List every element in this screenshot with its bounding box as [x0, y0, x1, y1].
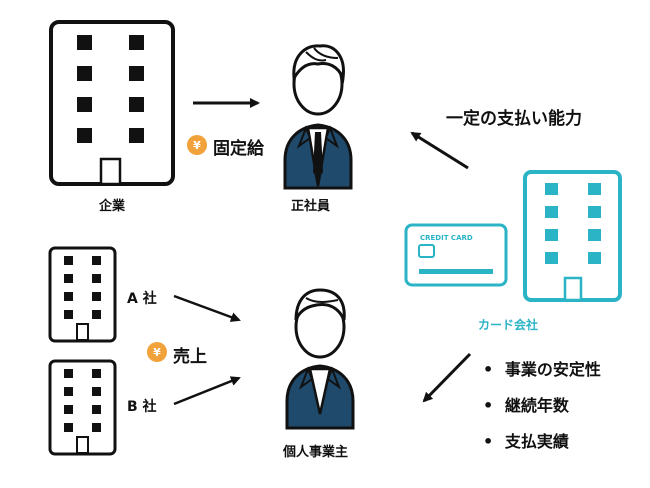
arrow-icon: [410, 131, 469, 170]
criteria-text: 事業の安定性: [504, 360, 601, 379]
sole-proprietor-label: 個人事業主: [283, 445, 349, 460]
company-a-label: A 社: [127, 291, 157, 307]
credit-card-icon: CREDIT CARD: [404, 223, 508, 287]
criteria-text: 支払実績: [504, 432, 569, 451]
coin-symbol: ¥: [193, 139, 201, 152]
arrow-icon: [422, 352, 472, 403]
employee-label: 正社員: [291, 199, 331, 214]
criteria-item: • 支払実績: [483, 428, 569, 452]
bullet: •: [483, 360, 494, 379]
bullet: •: [483, 396, 494, 415]
employee-person-icon: [283, 44, 353, 190]
card-text: CREDIT CARD: [420, 234, 473, 242]
arrow-icon: [173, 294, 241, 322]
coin-symbol: ¥: [153, 346, 161, 359]
company-b-building-icon: [48, 359, 117, 456]
company-a-building-icon: [48, 246, 117, 343]
card-company-label: カード会社: [478, 318, 539, 332]
sole-proprietor-person-icon: [285, 288, 355, 430]
company-b-label: B 社: [127, 399, 157, 415]
sales-label: 売上: [173, 347, 207, 367]
company-label: 企業: [99, 199, 126, 214]
yen-coin-icon: ¥: [187, 135, 207, 155]
bullet: •: [483, 432, 494, 451]
criteria-item: • 継続年数: [483, 392, 569, 416]
fixed-salary-label: 固定給: [213, 139, 264, 159]
payment-ability-label: 一定の支払い能力: [446, 109, 582, 129]
criteria-item: • 事業の安定性: [483, 356, 601, 380]
company-building-icon: [49, 20, 175, 186]
criteria-text: 継続年数: [504, 396, 569, 415]
yen-coin-icon: ¥: [147, 342, 167, 362]
card-company-building-icon: [523, 170, 622, 302]
arrow-icon: [173, 376, 241, 406]
